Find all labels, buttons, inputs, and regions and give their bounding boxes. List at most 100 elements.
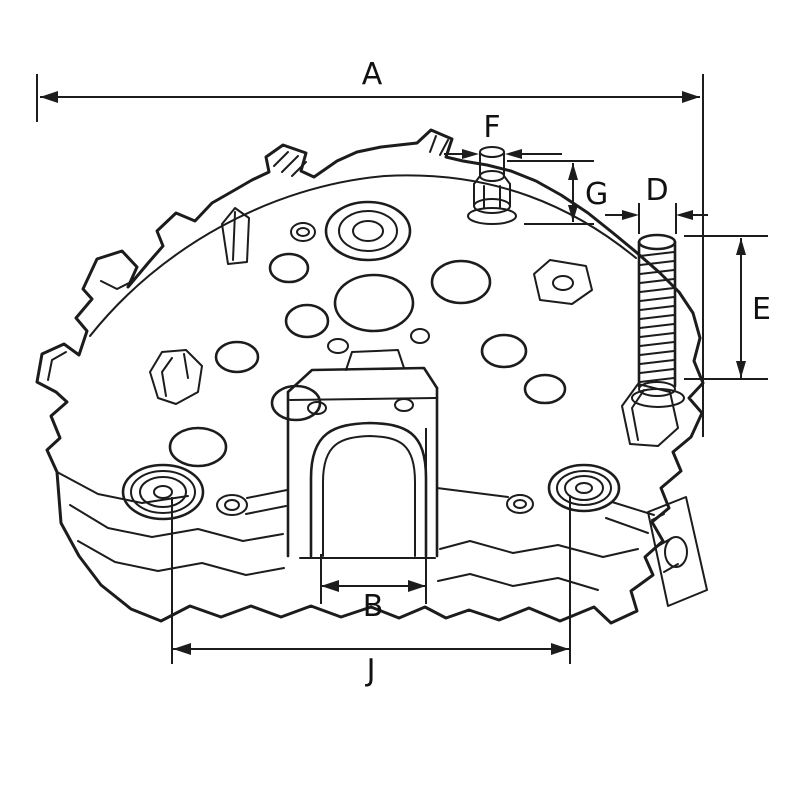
dimension-e: E [684, 235, 771, 380]
small-ring-inner [296, 227, 310, 237]
boss-ring [556, 470, 612, 506]
hole [523, 373, 567, 405]
arm-line [246, 489, 288, 499]
clip-right-detail [631, 389, 645, 441]
plate-body [35, 128, 705, 625]
arrowhead-right [551, 643, 569, 655]
dimension-j: J [171, 495, 571, 688]
hole [214, 340, 260, 374]
step-line [56, 471, 189, 504]
bearing-ring-inner [352, 220, 384, 242]
bracket-slot [664, 536, 688, 568]
block-top-tab [345, 349, 405, 371]
clip-top-left-hatch [273, 151, 307, 177]
boss-ring [121, 463, 205, 521]
arm-line [245, 505, 287, 515]
boss-ring [139, 476, 187, 508]
hole-large [333, 273, 415, 333]
grommet-inner [513, 499, 527, 509]
diode-holes [168, 200, 567, 468]
clip-right-wing [533, 259, 593, 305]
hex-body [473, 183, 511, 209]
block-arch-outer [309, 421, 428, 558]
arrowhead-right [462, 149, 479, 159]
dimension-label-j: J [365, 653, 376, 688]
terminal-stud [467, 146, 517, 225]
arrowhead-right [682, 91, 700, 103]
dimension-a: A [36, 57, 704, 437]
stud-flange [467, 207, 517, 225]
plate-outline [35, 128, 705, 625]
stud-side [637, 240, 677, 388]
arrowhead-left [321, 580, 339, 592]
block-boss [394, 398, 414, 412]
clip-mid-left-detail [161, 353, 189, 397]
clips-and-tabs [47, 135, 708, 607]
grommet-left [216, 494, 248, 516]
dimension-label-b: B [363, 589, 384, 624]
boss-ring [130, 470, 196, 514]
dimension-label-f: F [483, 110, 500, 145]
dimension-g: G [507, 160, 608, 225]
stud-side [479, 151, 505, 177]
arrowhead-up [736, 238, 746, 255]
grommet-right [506, 494, 534, 514]
stud-base [638, 381, 676, 397]
grommet-inner [224, 499, 240, 511]
stud-top [637, 233, 677, 251]
dimension-label-a: A [362, 57, 383, 92]
step-line [437, 573, 599, 591]
boss-center-hole [575, 482, 593, 494]
arrowhead-right [622, 210, 639, 220]
stud-top [479, 146, 505, 158]
bracket-hatch [651, 513, 679, 573]
grommet-outer [216, 494, 248, 516]
dimension-label-e: E [752, 292, 771, 327]
arm-line [611, 501, 655, 516]
mounting-boss-right [547, 463, 621, 513]
dimension-label-g: G [585, 177, 608, 212]
small-ring [290, 222, 316, 242]
tab-tall [221, 207, 250, 265]
hex-base [473, 198, 511, 214]
clip-left-detail [47, 351, 67, 381]
dimension-f: F [444, 110, 562, 159]
tab-tall-detail [232, 211, 236, 261]
dimension-label-d: D [645, 173, 668, 208]
clip-upper-left-detail [100, 280, 134, 290]
block-shoulder-line [289, 397, 437, 401]
hole-small [327, 338, 349, 354]
hole [268, 252, 310, 284]
arrowhead-left [173, 643, 191, 655]
threaded-stud [631, 233, 685, 408]
arrowhead-left [40, 91, 58, 103]
bearing-ring-outer [324, 200, 412, 262]
arrowhead-left [505, 149, 522, 159]
inner-rim-contour [89, 174, 637, 337]
step-line [439, 540, 639, 558]
hole [168, 426, 228, 468]
arrowhead-right [408, 580, 426, 592]
bearing-ring-mid [338, 210, 398, 252]
boss-ring [547, 463, 621, 513]
connector-block [286, 349, 439, 559]
edge-steps [56, 471, 639, 591]
clip-right [621, 383, 679, 447]
hole [480, 333, 528, 369]
arrowhead-down [736, 361, 746, 378]
dimension-b: B [320, 428, 427, 624]
block-top-edge [286, 366, 439, 394]
mounting-boss-left [121, 463, 205, 521]
clip-right-wing-hole [552, 275, 574, 291]
link-arms [245, 487, 655, 534]
arrowhead-up [568, 163, 578, 180]
thread-lines [639, 251, 675, 383]
hole [430, 259, 492, 305]
stud-collar [479, 170, 505, 182]
arrowhead-down [568, 205, 578, 222]
clip-top-hatch [429, 135, 449, 156]
stud-taper [473, 175, 511, 185]
hole-small [410, 328, 430, 344]
